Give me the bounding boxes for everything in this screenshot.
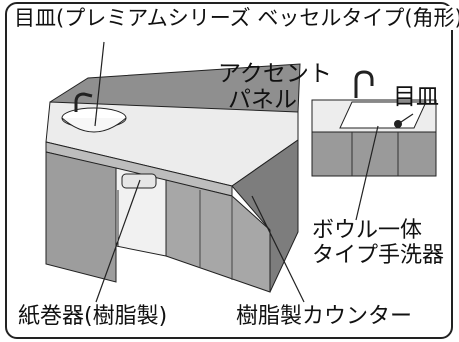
inset-faucet [354,70,374,98]
faucet-left [74,92,93,112]
accent-panel-line2: パネル [228,87,297,114]
leader-counter [251,195,305,303]
top-drain-label: 目皿(プレミアムシリーズ ベッセルタイプ(角形)) [12,6,459,31]
leader-top-drain [94,41,105,127]
inset-basin [339,101,427,129]
counter-label: 樹脂製カウンター [236,304,413,330]
bowl-label: ボウル一体 タイプ手洗器 [312,218,444,269]
bowl-line1: ボウル一体 [312,218,423,243]
leader-inset-drain [397,113,414,125]
left-support [45,151,117,283]
leader-paper-holder [95,179,141,303]
paper-holder [121,173,157,189]
accent-panel-label: アクセント パネル [218,61,332,114]
rounded-frame [5,2,453,339]
paper-holder-label: 紙巻器(樹脂製) [18,304,168,330]
leader-bowl [355,125,379,221]
accent-panel-line1: アクセント [218,61,332,87]
vessel-basin-bowl [61,117,127,133]
inset-drain-label: 目皿 [393,84,439,110]
inset-cabinet [311,131,437,177]
bowl-line2: タイプ手洗器 [312,243,445,269]
